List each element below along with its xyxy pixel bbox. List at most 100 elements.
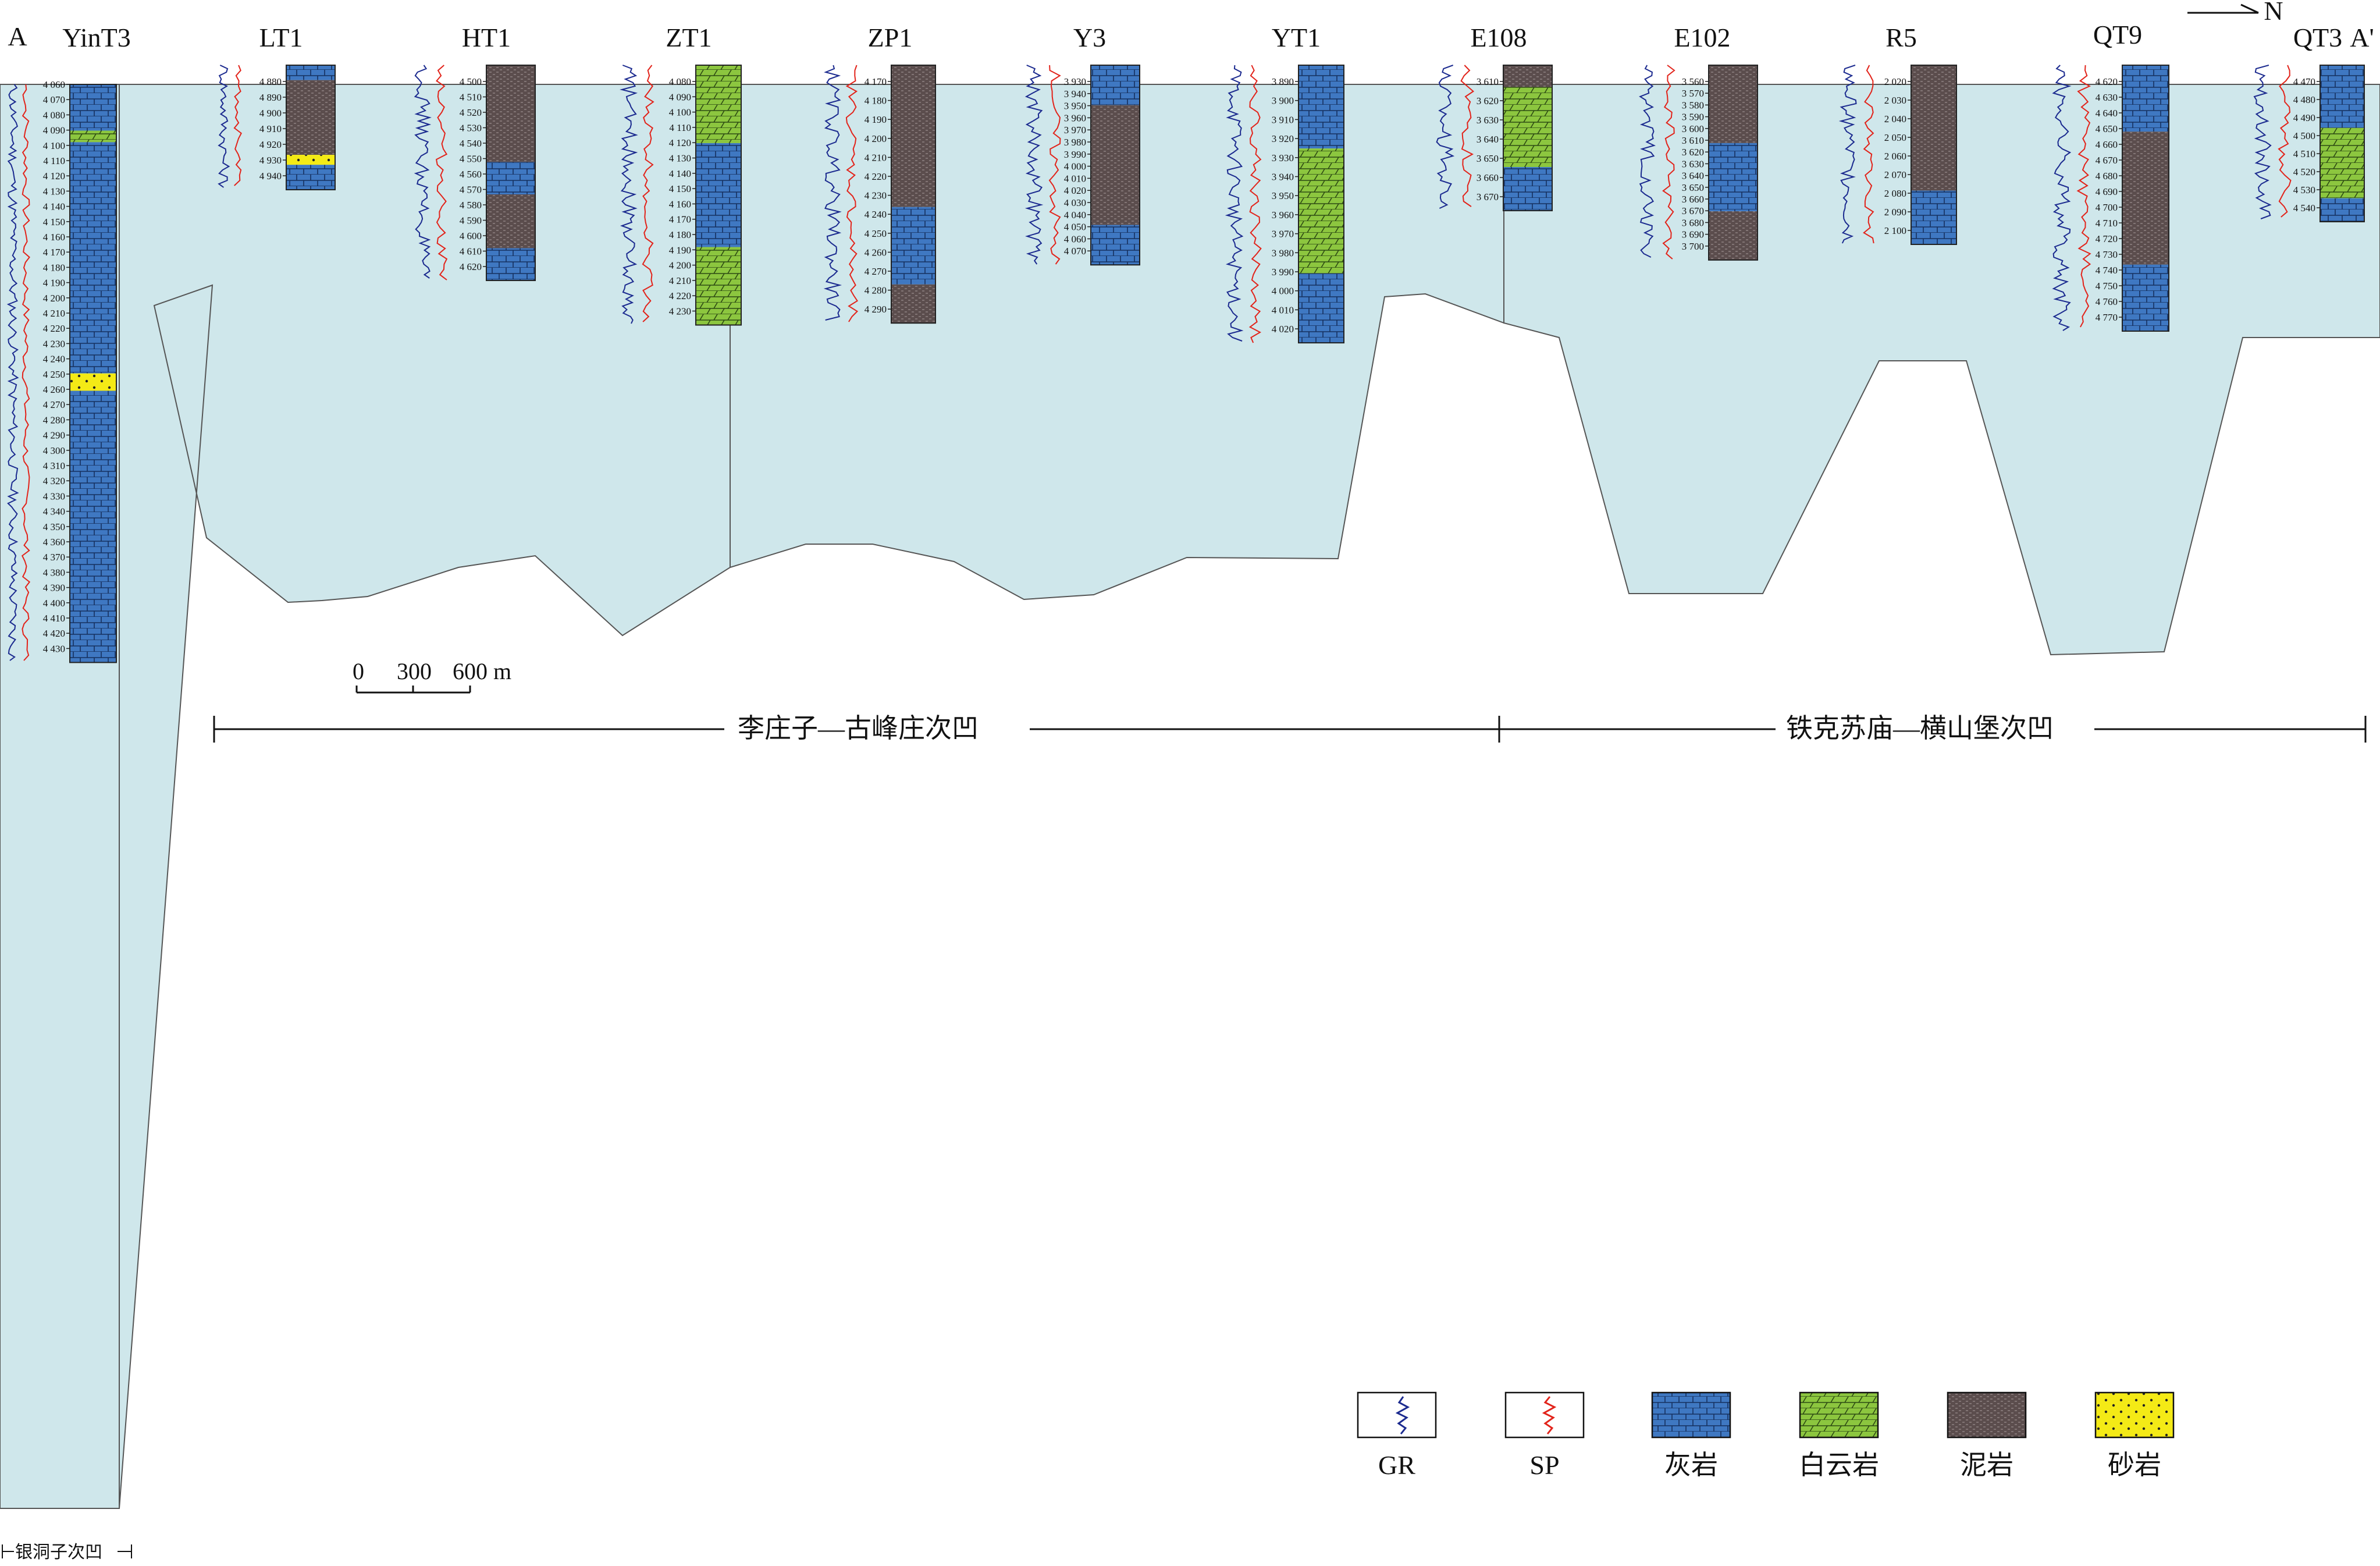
depth-label: 4 100 bbox=[669, 107, 691, 118]
depth-label: 4 150 bbox=[43, 216, 65, 228]
lithology-band bbox=[696, 247, 741, 325]
scale-tick-300: 300 bbox=[397, 658, 432, 684]
lithology-band bbox=[696, 65, 741, 143]
sp-log-curve bbox=[845, 65, 859, 322]
legend-item-dolomite: 白云岩 bbox=[1799, 1391, 1879, 1480]
well-label-zt1: ZT1 bbox=[666, 23, 711, 52]
depth-label: 4 120 bbox=[669, 137, 691, 148]
depth-label: 3 930 bbox=[1272, 152, 1294, 164]
depth-label: 4 220 bbox=[669, 290, 691, 301]
depth-label: 4 260 bbox=[865, 247, 887, 258]
depth-label: 3 700 bbox=[1682, 241, 1704, 252]
depth-label: 4 630 bbox=[2096, 92, 2118, 103]
gr-log-curve bbox=[414, 65, 432, 279]
lithology-band bbox=[2320, 65, 2364, 128]
depth-label: 3 580 bbox=[1682, 100, 1704, 111]
depth-label: 4 620 bbox=[460, 261, 482, 272]
depth-label: 3 960 bbox=[1064, 112, 1086, 123]
lithology-band bbox=[1503, 65, 1552, 87]
depth-label: 4 510 bbox=[460, 92, 482, 103]
depth-label: 4 070 bbox=[43, 94, 65, 105]
section-start-label: A bbox=[8, 22, 27, 51]
legend-item-sandstone: 砂岩 bbox=[2094, 1391, 2175, 1480]
lithology-band bbox=[1091, 225, 1140, 265]
lithology-band bbox=[486, 194, 535, 248]
depth-label: 4 700 bbox=[2096, 202, 2118, 213]
gr-log-curve bbox=[2253, 65, 2272, 219]
depth-label: 4 710 bbox=[2096, 218, 2118, 229]
sp-log-curve bbox=[642, 65, 654, 322]
well-label-zp1: ZP1 bbox=[868, 23, 913, 52]
lithology-band bbox=[70, 390, 116, 663]
depth-label: 4 930 bbox=[259, 155, 282, 166]
depth-label: 4 670 bbox=[2096, 155, 2118, 166]
legend-label-sp: SP bbox=[1529, 1450, 1559, 1480]
gr-curve-icon bbox=[1395, 1396, 1410, 1434]
depth-label: 4 540 bbox=[460, 138, 482, 149]
lithology-band bbox=[2320, 127, 2364, 198]
depth-label: 4 110 bbox=[43, 155, 65, 166]
column-frame bbox=[2122, 65, 2169, 332]
depth-label: 2 030 bbox=[1884, 95, 1906, 106]
depth-label: 3 560 bbox=[1682, 76, 1704, 87]
depth-label: 4 240 bbox=[43, 354, 65, 365]
sub-basin-bracket-lzz: 李庄子—古峰庄次凹 bbox=[213, 713, 1500, 743]
lithology-band bbox=[2122, 264, 2169, 331]
column-frame bbox=[1911, 65, 1957, 245]
depth-label: 4 000 bbox=[1064, 161, 1086, 172]
legend-label-gr: GR bbox=[1378, 1450, 1415, 1480]
depth-label: 4 610 bbox=[460, 246, 482, 257]
gr-log-curve bbox=[6, 84, 19, 661]
depth-label: 4 580 bbox=[460, 200, 482, 211]
column-frame bbox=[695, 65, 742, 326]
depth-label: 4 010 bbox=[1064, 173, 1086, 184]
depth-label: 4 490 bbox=[2293, 112, 2315, 123]
depth-label: 4 240 bbox=[865, 209, 887, 220]
lithology-band bbox=[1298, 273, 1344, 343]
legend-item-sp: SP bbox=[1504, 1391, 1585, 1480]
lithology-band bbox=[1298, 148, 1344, 274]
well-labels: YinT3 LT1 HT1 ZT1 ZP1 Y3 YT1 E108 E102 R… bbox=[62, 20, 2342, 52]
depth-label: 4 470 bbox=[2293, 76, 2315, 87]
well-label-ht1: HT1 bbox=[462, 23, 511, 52]
depth-label: 3 890 bbox=[1272, 76, 1294, 87]
depth-label: 3 940 bbox=[1272, 172, 1294, 183]
legend-label-limestone: 灰岩 bbox=[1664, 1450, 1718, 1480]
depth-label: 4 060 bbox=[43, 79, 65, 90]
depth-label: 4 360 bbox=[43, 537, 65, 548]
well-label-e102: E102 bbox=[1674, 23, 1730, 52]
depth-label: 3 610 bbox=[1477, 76, 1499, 87]
depth-label: 4 080 bbox=[669, 76, 691, 87]
depth-label: 3 670 bbox=[1477, 191, 1499, 203]
depth-label: 3 680 bbox=[1682, 217, 1704, 228]
depth-label: 4 160 bbox=[43, 232, 65, 243]
legend-label-mudstone: 泥岩 bbox=[1960, 1450, 2013, 1480]
north-label: N bbox=[2264, 0, 2283, 26]
depth-label: 3 620 bbox=[1477, 95, 1499, 106]
well-label-yint3: YinT3 bbox=[62, 23, 131, 52]
gr-log-curve bbox=[218, 65, 230, 188]
depth-label: 3 650 bbox=[1682, 182, 1704, 193]
column-frame bbox=[286, 65, 336, 190]
dolomite-swatch bbox=[1799, 1391, 1879, 1439]
depth-label: 4 560 bbox=[460, 169, 482, 180]
depth-label: 4 500 bbox=[2293, 130, 2315, 141]
depth-label: 4 270 bbox=[43, 399, 65, 410]
mudstone-swatch bbox=[1947, 1391, 2027, 1439]
well-label-e108: E108 bbox=[1470, 23, 1527, 52]
column-frame bbox=[486, 65, 536, 281]
depth-label: 4 290 bbox=[865, 304, 887, 315]
depth-label: 3 670 bbox=[1682, 205, 1704, 216]
depth-label: 4 180 bbox=[865, 95, 887, 106]
well-label-qt3: QT3 bbox=[2293, 23, 2342, 52]
depth-label: 4 900 bbox=[259, 108, 282, 119]
column-frame bbox=[1090, 65, 1140, 266]
depth-label: 4 130 bbox=[43, 186, 65, 197]
correlation-fill bbox=[0, 84, 2380, 1509]
lithology-band bbox=[70, 130, 116, 143]
sp-log-curve bbox=[2278, 65, 2292, 218]
